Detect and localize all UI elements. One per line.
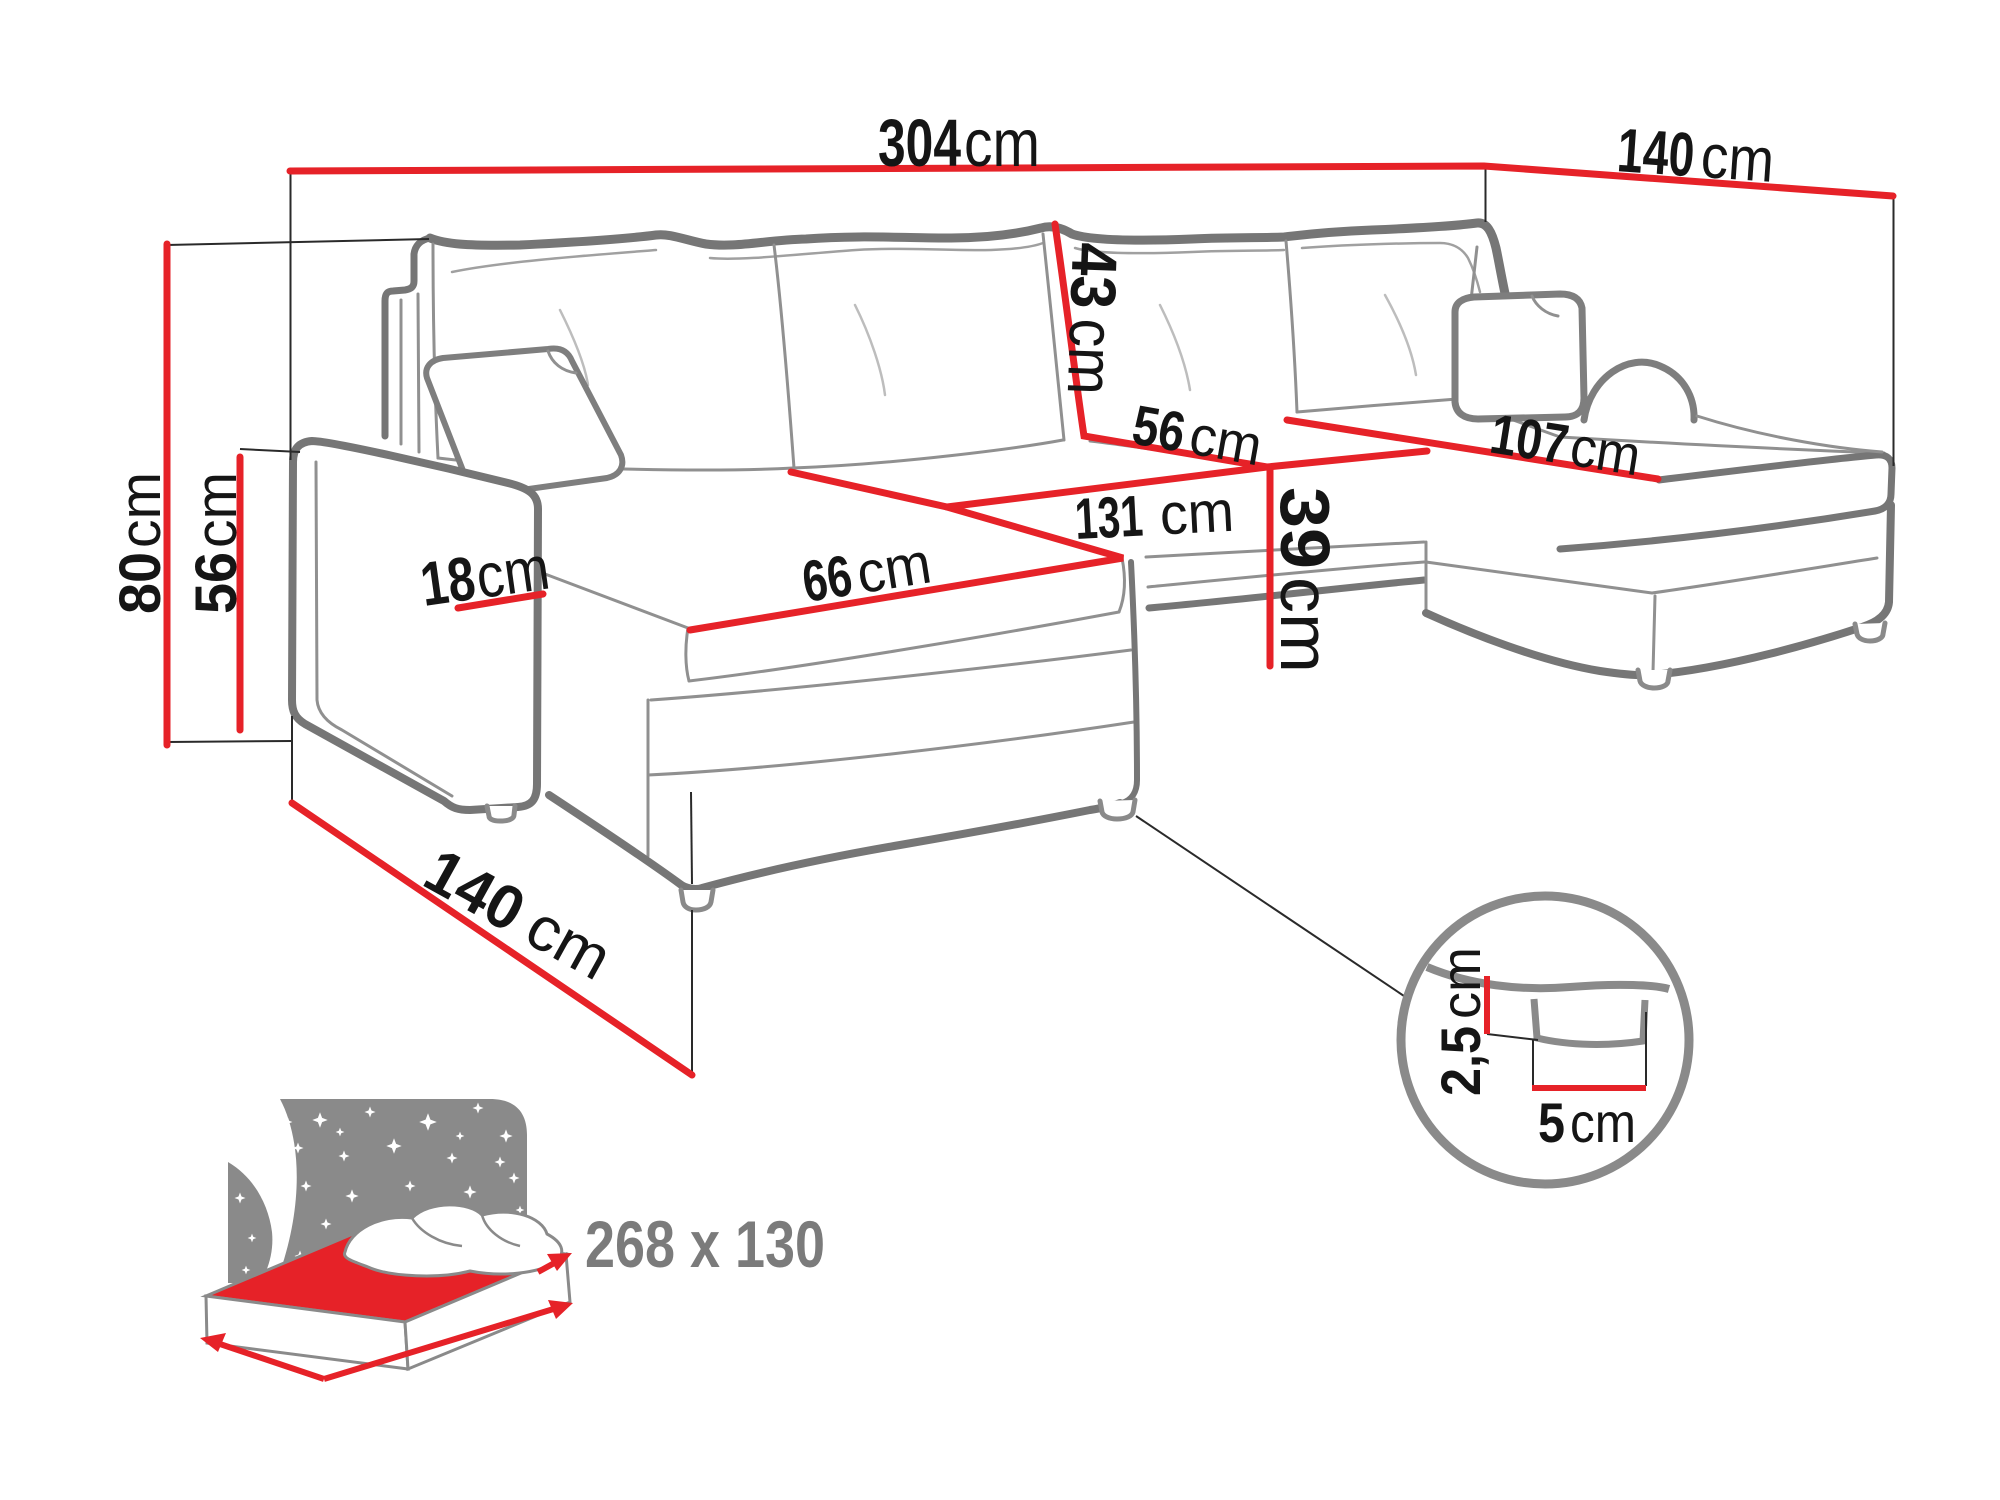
svg-text:cm: cm [1429, 947, 1492, 1019]
svg-text:cm: cm [964, 106, 1040, 181]
svg-text:cm: cm [184, 472, 249, 548]
svg-text:cm: cm [1266, 577, 1344, 673]
svg-text:66: 66 [798, 543, 857, 615]
svg-text:cm: cm [472, 534, 554, 612]
svg-text:107: 107 [1486, 402, 1573, 476]
svg-text:56: 56 [1128, 393, 1190, 464]
svg-text:cm: cm [1054, 317, 1129, 395]
svg-text:39: 39 [1266, 487, 1344, 569]
svg-text:5: 5 [1538, 1091, 1565, 1154]
svg-text:cm: cm [1566, 414, 1645, 487]
svg-text:80: 80 [108, 552, 173, 614]
svg-text:43: 43 [1057, 242, 1131, 310]
svg-text:304: 304 [878, 106, 961, 181]
svg-text:2,5: 2,5 [1429, 1026, 1492, 1096]
svg-text:18: 18 [416, 544, 479, 620]
svg-text:56: 56 [184, 552, 249, 614]
svg-text:cm: cm [1158, 479, 1235, 548]
svg-text:cm: cm [1570, 1091, 1636, 1154]
svg-text:131: 131 [1073, 484, 1144, 552]
svg-text:cm: cm [108, 472, 173, 548]
svg-text:cm: cm [1699, 122, 1777, 196]
svg-text:140: 140 [1615, 116, 1697, 190]
svg-text:cm: cm [852, 530, 935, 606]
svg-text:268 x 130: 268 x 130 [585, 1207, 825, 1281]
svg-text:cm: cm [1185, 403, 1267, 478]
